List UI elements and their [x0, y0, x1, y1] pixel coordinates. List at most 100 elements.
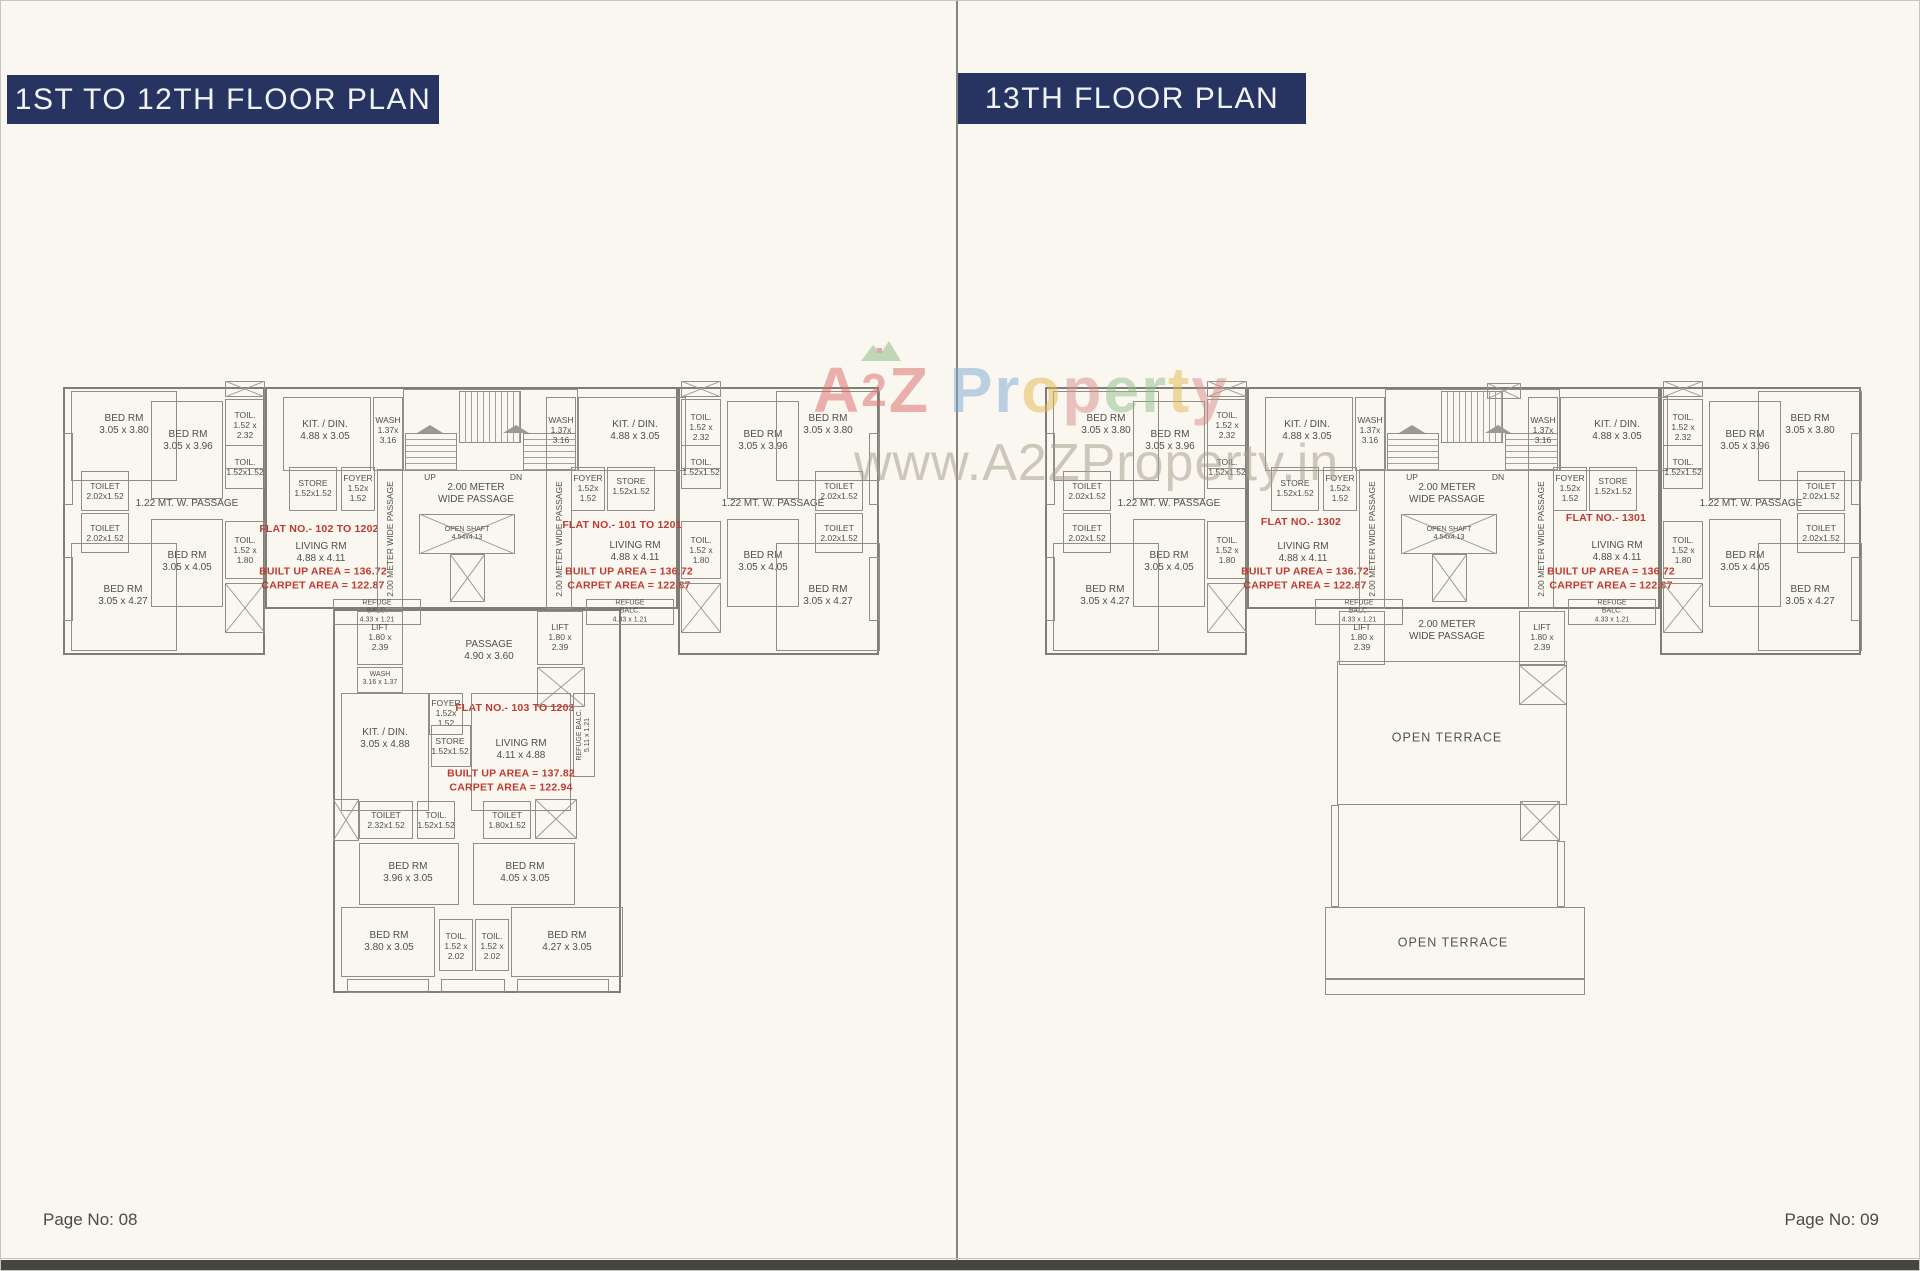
room-label: 1.22 MT. W. PASSAGE — [1699, 498, 1803, 510]
room-label: OPEN TERRACE — [1391, 730, 1503, 745]
room-label: TOIL.1.52x1.52 — [682, 456, 720, 477]
stair-arrow — [417, 425, 443, 433]
room-label: TOIL.1.52x1.52 — [1664, 456, 1702, 477]
hatched-box — [1518, 664, 1568, 706]
stair-arrow — [503, 425, 529, 433]
room-label: 2.00 METER WIDE PASSAGE — [1366, 481, 1377, 597]
wall — [333, 599, 421, 625]
wall — [283, 397, 371, 471]
wall — [727, 401, 799, 499]
wall — [681, 445, 721, 489]
wall — [1315, 599, 1403, 625]
page-number-left: Page No: 08 — [43, 1210, 138, 1229]
wall — [681, 521, 721, 579]
wall — [225, 521, 265, 579]
watermark-letter — [930, 354, 950, 426]
wall — [357, 667, 403, 693]
wall — [265, 387, 678, 609]
wall — [431, 725, 471, 767]
wall — [151, 519, 223, 607]
hatched-box — [1662, 582, 1704, 634]
wall — [1045, 557, 1055, 621]
wall — [869, 433, 879, 505]
wall — [289, 467, 337, 511]
wall — [1133, 519, 1205, 607]
wall — [63, 433, 73, 505]
wall — [1797, 471, 1845, 511]
wall — [1758, 543, 1862, 651]
hatched-box — [449, 553, 486, 603]
wall — [71, 391, 177, 481]
wall — [81, 513, 129, 553]
flat-annotation: FLAT NO.- 101 TO 1201 — [562, 519, 682, 532]
room-label: OPEN TERRACE — [1397, 935, 1509, 950]
room-label: DN — [1491, 471, 1505, 482]
wall — [1133, 401, 1205, 499]
wall — [341, 907, 435, 977]
house-icon — [861, 341, 901, 361]
wall — [341, 467, 375, 511]
wall — [1331, 805, 1339, 907]
room-label: 1.22 MT. W. PASSAGE — [1117, 498, 1221, 510]
room-label: 1.22 MT. W. PASSAGE — [135, 498, 239, 510]
wall — [71, 543, 177, 651]
room-label: 2.00 METER WIDE PASSAGE — [1535, 481, 1546, 597]
room-label: UP — [1406, 471, 1418, 482]
wall — [1337, 661, 1567, 805]
wall — [1553, 467, 1587, 511]
flat-annotation: FLAT NO.- 1301 — [1565, 512, 1647, 525]
wall — [1528, 469, 1554, 609]
hatched-box — [1519, 800, 1561, 842]
wall — [1385, 389, 1560, 471]
flat-annotation: FLAT NO.- 1302 — [1260, 516, 1342, 529]
wall — [776, 391, 880, 481]
hatched-box — [680, 380, 722, 398]
hatched-box — [536, 666, 586, 708]
wall — [439, 919, 473, 971]
wall — [1568, 599, 1656, 625]
wall — [1063, 513, 1111, 553]
wall — [377, 469, 403, 609]
wall — [1663, 445, 1703, 489]
room-label: KIT. / DIN.3.05 x 4.88 — [360, 727, 410, 750]
wall — [678, 387, 879, 655]
